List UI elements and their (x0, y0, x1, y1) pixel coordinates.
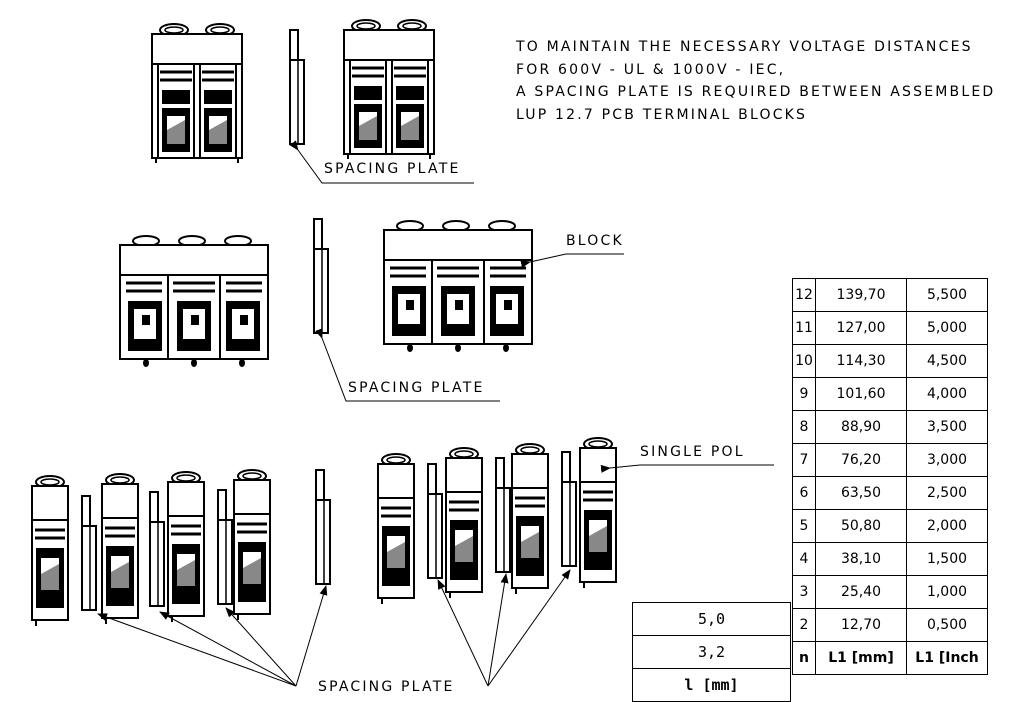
cell-mm: 76,20 (815, 443, 907, 477)
cell-mm: 25,40 (815, 575, 907, 609)
cell-n: 8 (792, 410, 816, 444)
spacing-plate-label-top: SPACING PLATE (324, 161, 461, 177)
pitch-table: 5,0 3,2 l [mm] (632, 602, 791, 702)
cell-n: 5 (792, 509, 816, 543)
cell-mm: 50,80 (815, 509, 907, 543)
cell-inch: 1,000 (906, 575, 988, 609)
note-line-4: LUP 12.7 PCB TERMINAL BLOCKS (516, 106, 808, 123)
spacing-plate-label-middle: SPACING PLATE (348, 380, 485, 396)
three-pole-block-left (118, 234, 270, 369)
cell-inch: 2,500 (906, 476, 988, 510)
three-pole-block-right (382, 219, 534, 354)
cell-n: 7 (792, 443, 816, 477)
cell-inch: 5,500 (906, 278, 988, 312)
cell-n: 10 (792, 344, 816, 378)
note-line-1: TO MAINTAIN THE NECESSARY VOLTAGE DISTAN… (516, 39, 973, 55)
header-l1-inch: L1 [Inch (906, 641, 988, 675)
header-n: n (792, 641, 816, 675)
spacing-plate-loose (315, 469, 331, 585)
cell-mm: 88,90 (815, 410, 907, 444)
header-l1-mm: L1 [mm] (815, 641, 907, 675)
cell-mm: 12,70 (815, 608, 907, 642)
cell-mm: 127,00 (815, 311, 907, 345)
cell-inch: 3,000 (906, 443, 988, 477)
cell-mm: 101,60 (815, 377, 907, 411)
cell-n: 4 (792, 542, 816, 576)
cell-n: 9 (792, 377, 816, 411)
cell-inch: 1,500 (906, 542, 988, 576)
cell-n: 6 (792, 476, 816, 510)
pitch-value-1: 5,0 (632, 602, 791, 636)
cell-n: 2 (792, 608, 816, 642)
cell-inch: 5,000 (906, 311, 988, 345)
leader-lines (97, 140, 774, 687)
pitch-value-2: 3,2 (632, 635, 791, 669)
spacing-plate-label-bottom: SPACING PLATE (318, 679, 455, 695)
single-pole-group-right (376, 436, 618, 606)
cell-n: 12 (792, 278, 816, 312)
cell-inch: 3,500 (906, 410, 988, 444)
pitch-header-row: l [mm] (632, 668, 791, 702)
pitch-header: l [mm] (632, 668, 791, 702)
cell-n: 11 (792, 311, 816, 345)
note-line-3: A SPACING PLATE IS REQUIRED BETWEEN ASSE… (516, 84, 996, 100)
two-pole-block-right (342, 18, 436, 161)
spacing-plate-middle (313, 218, 329, 334)
block-label: BLOCK (566, 233, 624, 249)
note-line-2: FOR 600V - UL & 1000V - IEC, (516, 61, 786, 78)
cell-mm: 114,30 (815, 344, 907, 378)
cell-inch: 2,000 (906, 509, 988, 543)
cell-mm: 38,10 (815, 542, 907, 576)
voltage-note: TO MAINTAIN THE NECESSARY VOLTAGE DISTAN… (516, 36, 995, 126)
two-pole-block-left (150, 22, 244, 165)
cell-inch: 0,500 (906, 608, 988, 642)
pitch-row: 3,2 (632, 635, 791, 669)
cell-inch: 4,500 (906, 344, 988, 378)
single-pole-group-left (30, 468, 272, 628)
cell-mm: 63,50 (815, 476, 907, 510)
cell-inch: 4,000 (906, 377, 988, 411)
pitch-row: 5,0 (632, 602, 791, 636)
spacing-plate-top (289, 29, 305, 145)
single-pol-label: SINGLE POL (640, 444, 745, 460)
cell-n: 3 (792, 575, 816, 609)
dimension-table-header: n L1 [mm] L1 [Inch (792, 641, 988, 675)
cell-mm: 139,70 (815, 278, 907, 312)
